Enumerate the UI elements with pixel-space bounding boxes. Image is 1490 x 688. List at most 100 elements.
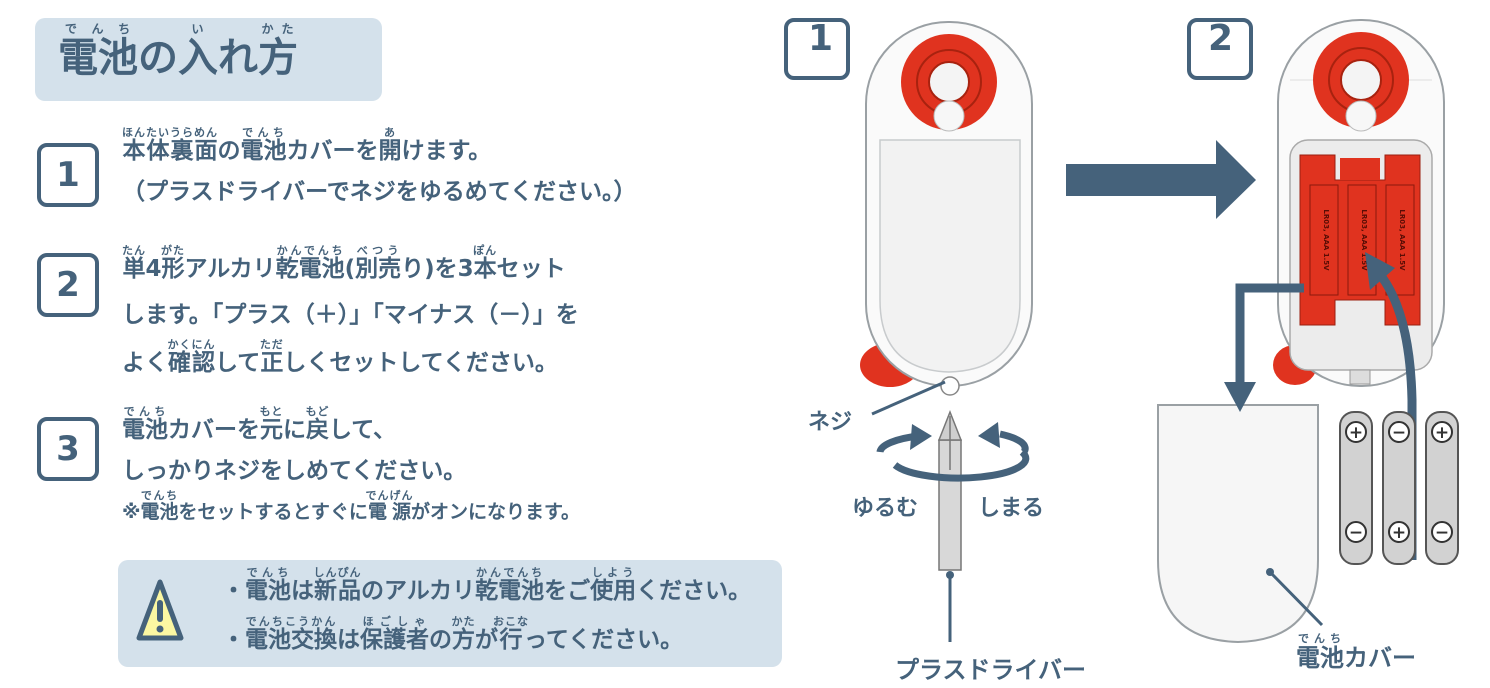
warning-text: ・電池でんちは新品しんぴんのアルカリ乾電池かんでんちをご使用しようください。 ・… <box>222 566 751 664</box>
warning-triangle-icon <box>136 579 184 641</box>
furigana: かた <box>451 615 476 628</box>
ruby-word: 電池でんち <box>1296 632 1344 672</box>
battery-marking: LR03, AAA 1.5V <box>1398 209 1406 271</box>
ruby-base: 電池 <box>140 501 179 523</box>
text-segment: アルカリ <box>184 256 276 282</box>
furigana: ほごしゃ <box>360 615 429 628</box>
text-segment: セット <box>496 256 566 282</box>
ruby-word: 形がた <box>161 244 186 282</box>
ruby-base: 電源 <box>365 501 414 523</box>
text-segment: の <box>217 138 241 164</box>
text-segment: の <box>138 35 178 81</box>
text-segment: （プラスドライバーでネジをゆるめてください。） <box>122 179 637 205</box>
ruby-word: 行おこな <box>493 615 529 653</box>
illustration-step-1-number: 1 <box>808 18 834 59</box>
ruby-base: 開 <box>378 138 402 164</box>
ruby-base: 形 <box>161 256 186 282</box>
furigana: でんちこうかん <box>245 615 337 628</box>
text-segment: ※ <box>122 501 141 523</box>
screw-label: ネジ <box>808 410 853 435</box>
illustration-step-2-number: 2 <box>1208 18 1234 59</box>
text-segment: ってください。 <box>524 627 684 653</box>
ruby-base: 本 <box>473 256 498 282</box>
ruby-word: 乾電池かんでんち <box>275 244 345 282</box>
furigana: でんち <box>58 22 138 36</box>
furigana: でんち <box>122 405 168 418</box>
ruby-word: 本ぽん <box>473 244 498 282</box>
ruby-word: 本体裏面ほんたいうらめん <box>122 126 218 164</box>
text-segment: して <box>215 350 261 376</box>
ruby-word: 正ただ <box>259 338 284 376</box>
step-2-line-2: します。「プラス（＋）」「マイナス（－）」を <box>122 292 579 338</box>
device-back-open: LR03, AAA 1.5V LR03, AAA 1.5V LR03, AAA … <box>1273 19 1445 387</box>
furigana: あ <box>378 126 402 139</box>
furigana: かた <box>258 22 298 36</box>
ruby-base: 方 <box>451 627 476 653</box>
title-box <box>35 18 382 101</box>
ruby-base: 乾電池 <box>475 578 545 604</box>
page-title: 電池でんちの入いれ方かた <box>58 22 298 83</box>
ruby-word: 保護者ほごしゃ <box>360 615 429 653</box>
ruby-word: 電池でんち <box>241 126 287 164</box>
svg-text:−: − <box>1392 423 1406 443</box>
ruby-base: 本体裏面 <box>122 138 218 164</box>
ruby-base: 方 <box>258 35 298 81</box>
ruby-base: 新品 <box>313 578 362 604</box>
ruby-base: 電池 <box>1296 644 1344 672</box>
ruby-base: 乾電池 <box>275 256 345 282</box>
furigana: もど <box>305 405 330 418</box>
furigana: ぽん <box>473 244 498 257</box>
furigana: たん <box>122 244 146 257</box>
warning-line-2: ・電池交換でんちこうかんは保護者ほごしゃの方かたが行おこなってください。 <box>222 615 751 664</box>
ruby-base: 戻 <box>305 417 330 443</box>
text-segment: れ <box>218 35 258 81</box>
text-segment: は <box>291 578 314 604</box>
ruby-base: 電池 <box>245 578 291 604</box>
step-1-badge: 1 <box>37 143 99 207</box>
furigana: かくにん <box>167 338 216 351</box>
aaa-batteries: + − + − + − <box>1339 411 1459 565</box>
tighten-label: しまる <box>978 496 1045 521</box>
remove-cover-arrow <box>1235 283 1304 388</box>
ruby-word: 戻もど <box>305 405 330 443</box>
text-segment: しっかりネジをしめてください。 <box>122 458 467 484</box>
text-segment: します。「プラス（＋）」「マイナス（－）」を <box>122 302 579 328</box>
ruby-word: 新品しんぴん <box>313 566 362 604</box>
warning-box <box>118 560 782 667</box>
text-segment: に <box>283 417 306 443</box>
ruby-word: 方かた <box>451 615 476 653</box>
ruby-word: 入い <box>178 22 218 81</box>
ruby-word: 電池でんち <box>58 22 138 81</box>
ruby-word: 確認かくにん <box>167 338 216 376</box>
furigana: でんち <box>240 126 287 139</box>
battery-cover-label: 電池でんちカバー <box>1296 632 1416 673</box>
ruby-base: 保護者 <box>360 627 429 653</box>
ruby-base: 電池交換 <box>245 627 337 653</box>
ruby-base: 正 <box>259 350 284 376</box>
text-segment: をセットするとすぐに <box>178 501 368 523</box>
text-segment: して、 <box>329 417 397 443</box>
illustration-step-1-badge <box>784 18 850 80</box>
ruby-base: 確認 <box>167 350 216 376</box>
svg-text:+: + <box>1392 523 1406 543</box>
furigana: ほんたいうらめん <box>122 126 218 139</box>
ruby-word: 開あ <box>378 126 402 164</box>
step-1-line-2: （プラスドライバーでネジをゆるめてください。） <box>122 174 637 210</box>
rotation-arrow <box>892 449 1030 482</box>
ruby-base: 別売 <box>355 256 402 282</box>
text-segment: をご <box>544 578 591 604</box>
furigana: おこな <box>493 615 529 628</box>
ruby-word: 電池でんち <box>245 566 291 604</box>
ruby-base: 行 <box>493 627 529 653</box>
text-segment: の <box>429 627 452 653</box>
ruby-word: 方かた <box>258 22 298 81</box>
step-2-line-1: 単たん4形がたアルカリ乾電池かんでんち(別売べつうり)を3本ぽんセット <box>122 244 579 292</box>
text-segment: ください。 <box>636 578 752 604</box>
furigana: でんげん <box>365 489 414 502</box>
furigana: しんぴん <box>313 566 362 579</box>
loosen-label: ゆるむ <box>852 496 919 521</box>
svg-text:+: + <box>1349 423 1363 443</box>
text-segment: しくセットしてください。 <box>283 350 558 376</box>
furigana: もと <box>259 405 284 418</box>
ruby-word: 電池でんち <box>122 405 168 443</box>
